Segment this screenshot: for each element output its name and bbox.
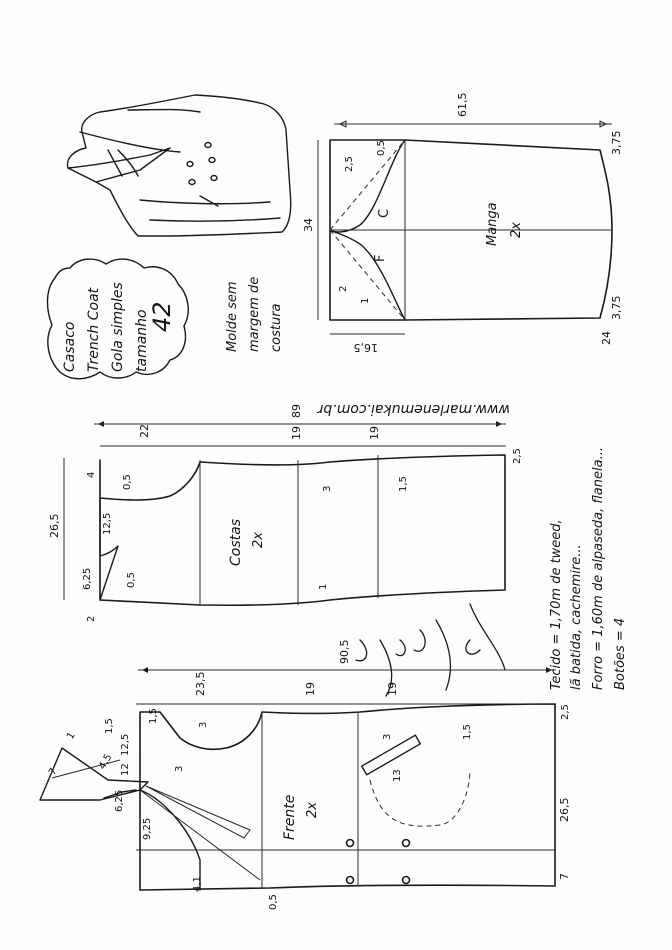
manga-label-c: C (377, 209, 392, 218)
info-line-2: Trench Coat (86, 287, 102, 372)
manga-d2: 0,5 (376, 140, 387, 156)
costas-d-top: 0,5 (122, 474, 133, 490)
manga-d3: 2 (338, 286, 349, 292)
manga-cap-height: 34 (302, 218, 315, 232)
manga-width: 61,5 (456, 93, 469, 118)
costas-waist: 3 (322, 486, 333, 492)
costas-count: 2x (251, 532, 266, 548)
materials-line-2: lã batida, cachemire... (569, 544, 584, 690)
frente-width: 26,5 (558, 798, 571, 823)
materials-line-4: Botões = 4 (613, 618, 628, 690)
frente-dart: 3 (174, 766, 185, 772)
frente-waist: 3 (382, 734, 393, 740)
costas-title: Costas (228, 519, 244, 566)
frente-d-top: 1,5 (148, 708, 159, 724)
costas-d-side: 2 (86, 616, 97, 622)
frente-total: 90,5 (338, 640, 351, 665)
frente-pocket: 13 (392, 769, 403, 782)
costas-hip: 1,5 (398, 476, 409, 492)
note-line-2: margem de (247, 277, 262, 352)
costas-top: 4 (86, 472, 97, 478)
frente-title: Frente (282, 795, 298, 840)
frente-hem-small: 0,5 (268, 894, 279, 910)
frente-seg3: 19 (386, 682, 399, 696)
costas-seg2: 19 (290, 426, 303, 440)
manga-d1: 2,5 (344, 156, 355, 172)
note-line-1: Molde sem (225, 281, 240, 352)
costas-seg3: 19 (368, 426, 381, 440)
manga-d4: 1 (360, 298, 371, 304)
manga-piece: 61,5 34 3,75 3,75 24 16,5 2,5 0,5 2 1 C … (302, 93, 623, 355)
costas-mid: 1 (318, 584, 329, 590)
frente-arm: 3 (198, 722, 209, 728)
manga-label-f: F (373, 255, 388, 262)
frente-seg1: 23,5 (194, 672, 207, 697)
pattern-note: Molde sem margem de costura (225, 277, 284, 352)
manga-bottom: 16,5 (354, 341, 379, 354)
info-line-3: Gola simples (110, 282, 126, 372)
frente-hem-ext: 2,5 (560, 704, 571, 720)
materials-line-1: Tecido = 1,70m de tweed, (549, 519, 564, 690)
frente-lapel-b: 12 (120, 763, 131, 776)
frente-seg2: 19 (304, 682, 317, 696)
info-line-4: tamanho (134, 309, 150, 372)
website-url: www.marlenemukai.com.br (316, 401, 510, 417)
costas-d-neck: 0,5 (126, 572, 137, 588)
frente-hip: 1,5 (462, 724, 473, 740)
costas-piece: 89 22 19 19 26,5 4 6,25 12,5 0,5 0,5 2 2… (48, 404, 523, 622)
coat-sketch (66, 94, 292, 237)
info-cloud: Casaco Trench Coat Gola simples tamanho … (46, 258, 189, 380)
note-line-3: costura (269, 303, 284, 352)
manga-count: 2x (509, 222, 524, 238)
frente-piece: 90,5 23,5 19 19 6,25 9,25 12,5 1,5 3 3 1… (39, 640, 571, 910)
frente-ext: 7 (558, 873, 571, 880)
frente-small: 4,1 (192, 876, 203, 892)
manga-title: Manga (485, 202, 500, 246)
frente-bottom-ext: 1,5 (104, 718, 115, 734)
frente-lapel-a: 1 (65, 730, 78, 741)
materials-line-3: Forro = 1,60m de alpaseda, flanela... (591, 447, 606, 690)
manga-left: 3,75 (610, 131, 623, 156)
frente-neck: 6,25 (114, 790, 125, 812)
info-size: 42 (148, 301, 176, 332)
costas-total: 89 (290, 404, 303, 418)
info-line-1: Casaco (62, 322, 78, 373)
materials: Tecido = 1,70m de tweed, lã batida, cach… (549, 447, 628, 690)
costas-width: 26,5 (48, 514, 61, 539)
frente-count: 2x (305, 802, 320, 818)
frente-lapel-w: 7 (47, 766, 60, 777)
signature (355, 603, 506, 697)
costas-shoulder: 12,5 (102, 513, 113, 535)
frente-shoulder: 12,5 (120, 734, 131, 756)
manga-hem: 24 (600, 331, 613, 345)
costas-seg1: 22 (138, 424, 151, 438)
costas-neck-w: 6,25 (82, 568, 93, 590)
manga-right: 3,75 (610, 296, 623, 321)
frente-lapel-c: 4,5 (97, 752, 114, 771)
costas-hem-ext: 2,5 (512, 448, 523, 464)
frente-lapel: 9,25 (142, 818, 153, 840)
